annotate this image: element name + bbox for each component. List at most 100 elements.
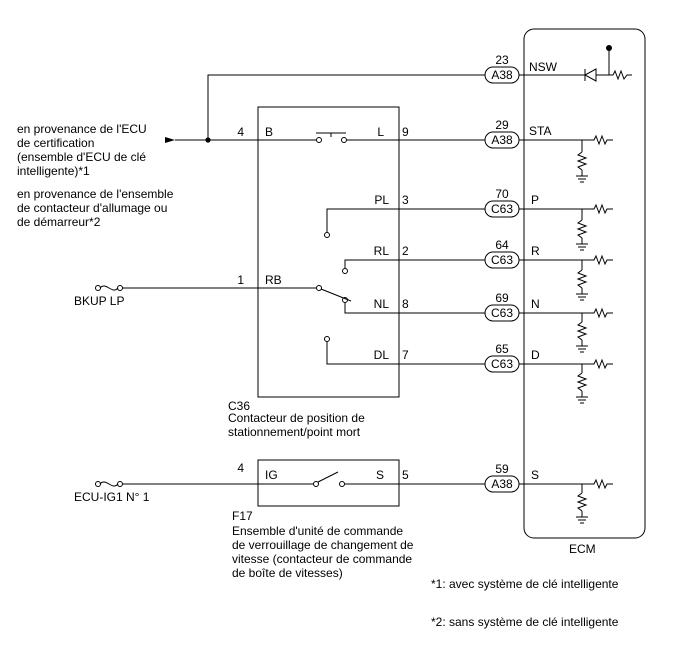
- c36-pin-number: 9: [402, 125, 409, 139]
- resistor-icon: [591, 134, 613, 146]
- connector-pill: [484, 355, 520, 373]
- switch-contact: [341, 137, 347, 143]
- ecm-pin-number: 59: [495, 462, 509, 476]
- c36-description: Contacteur de position de: [228, 411, 365, 425]
- f17-pin-name: IG: [265, 468, 278, 482]
- c36-pin-name: RB: [265, 273, 282, 287]
- c36-pin-name: DL: [374, 348, 390, 362]
- resistor-icon: [576, 492, 588, 512]
- c36-pin-number: 4: [237, 125, 244, 139]
- switch-contact: [339, 481, 345, 487]
- c36-pin-number: 3: [402, 193, 409, 207]
- resistor-icon: [591, 478, 613, 490]
- c36-pin-number: 2: [402, 244, 409, 258]
- c36-pin-name: NL: [374, 297, 390, 311]
- fuse-icon: [95, 285, 101, 291]
- resistor-icon: [576, 219, 588, 239]
- footnote: *1: avec système de clé intelligente: [431, 577, 619, 591]
- source-label: (ensemble d'ECU de clé: [17, 150, 146, 164]
- switch-contact: [316, 137, 322, 143]
- ecm-connector-code: A38: [491, 68, 513, 82]
- ecm-signal-name: P: [531, 193, 539, 207]
- ecm-pin-number: 69: [495, 291, 509, 305]
- ecm-connector-code: C63: [491, 357, 513, 371]
- f17-pin-number: 5: [402, 468, 409, 482]
- footnote: *2: sans système de clé intelligente: [431, 615, 619, 629]
- f17-description: vitesse (contacteur de commande: [232, 552, 412, 566]
- f17-code: F17: [232, 509, 253, 523]
- switch-contact: [324, 232, 330, 238]
- c36-description: stationnement/point mort: [228, 425, 361, 439]
- f17-description: Ensemble d'unité de commande: [232, 524, 403, 538]
- c36-pin-number: 7: [402, 348, 409, 362]
- ecm-connector-code: C63: [491, 253, 513, 267]
- source-label: intelligente)*1: [17, 164, 90, 178]
- c36-pin-number: 8: [402, 297, 409, 311]
- wire-pl-internal: [326, 208, 399, 232]
- ecm-signal-name: STA: [529, 124, 551, 138]
- fuse-icon: [95, 481, 101, 487]
- resistor-icon: [576, 151, 588, 171]
- fuse-label: BKUP LP: [74, 294, 124, 308]
- ecm-box: [523, 28, 646, 539]
- switch-contact: [342, 297, 348, 303]
- connector-pill: [484, 66, 520, 84]
- ecm-signal-name: R: [531, 244, 540, 258]
- connector-pill: [484, 200, 520, 218]
- f17-description: de boîte de vitesses): [232, 566, 343, 580]
- ecm-label: ECM: [569, 542, 596, 556]
- switch-arm: [320, 288, 352, 302]
- ecm-pin-number: 23: [495, 53, 509, 67]
- resistor-icon: [591, 358, 613, 370]
- ecm-pin-number: 29: [495, 118, 509, 132]
- c36-pin-name: RL: [374, 244, 390, 258]
- c36-pin-name: L: [377, 125, 384, 139]
- source-label: de contacteur d'allumage ou: [17, 201, 167, 215]
- c36-box: [257, 106, 400, 398]
- switch-contact: [316, 285, 322, 291]
- source-label: en provenance de l'ECU: [17, 122, 147, 136]
- fuse-icon: [117, 285, 123, 291]
- wire-rl-internal: [344, 259, 399, 268]
- ecm-pin-number: 70: [495, 187, 509, 201]
- fuse-icon: [99, 285, 119, 291]
- f17-description: de verrouillage de changement de: [232, 538, 414, 552]
- switch-contact: [324, 336, 330, 342]
- source-label: en provenance de l'ensemble: [17, 187, 174, 201]
- resistor-icon: [576, 269, 588, 289]
- ecm-signal-name: S: [531, 468, 539, 482]
- connector-pill: [484, 304, 520, 322]
- f17-box: [257, 459, 400, 507]
- resistor-icon: [609, 69, 632, 81]
- c36-pin-number: 1: [237, 273, 244, 287]
- diode-icon: [583, 68, 597, 82]
- connector-pill: [484, 475, 520, 493]
- wire-dl-internal: [326, 342, 399, 365]
- ecm-connector-code: A38: [491, 133, 513, 147]
- fuse-label: ECU-IG1 N° 1: [74, 490, 150, 504]
- wire-nl-internal: [344, 303, 399, 314]
- c36-code: C36: [228, 399, 250, 413]
- ecm-connector-code: A38: [491, 477, 513, 491]
- resistor-icon: [591, 307, 613, 319]
- source-label: de certification: [17, 136, 94, 150]
- wire-nsw: [207, 74, 485, 140]
- resistor-icon: [576, 372, 588, 392]
- resistor-icon: [576, 321, 588, 341]
- fuse-icon: [99, 481, 119, 487]
- c36-pin-name: B: [265, 125, 273, 139]
- source-label: de démarreur*2: [17, 215, 101, 229]
- ecm-signal-name: D: [531, 348, 540, 362]
- connector-pill: [484, 251, 520, 269]
- ecm-signal-name: NSW: [529, 60, 558, 74]
- supply-dot: [606, 45, 612, 51]
- fuse-icon: [117, 481, 123, 487]
- switch-arm: [317, 471, 339, 483]
- switch-contact: [313, 481, 319, 487]
- f17-pin-number: 4: [237, 461, 244, 475]
- ecm-pin-number: 64: [495, 238, 509, 252]
- connector-pill: [484, 131, 520, 149]
- source-arrow: [165, 137, 175, 143]
